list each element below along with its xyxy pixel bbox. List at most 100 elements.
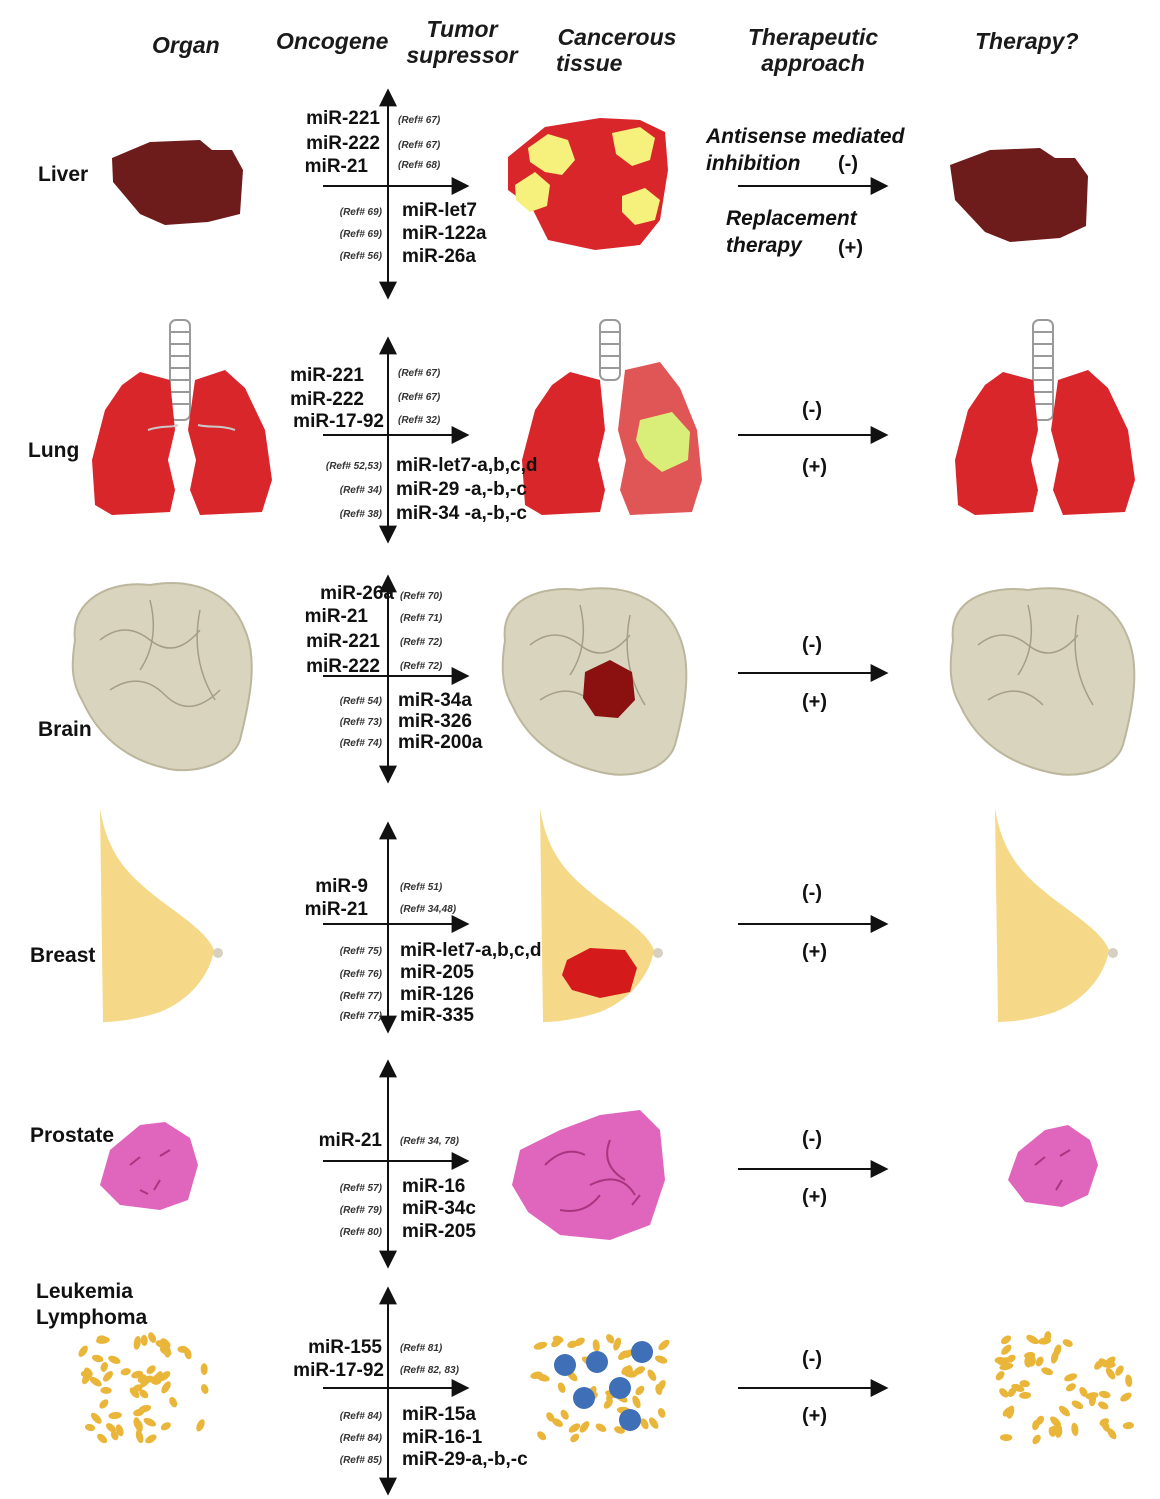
suppressor-ref: (Ref# 69): [340, 229, 382, 241]
blood-cell: [994, 1369, 1006, 1382]
blood-cell: [133, 1336, 142, 1351]
leukemia-healthy-cells-icon: [77, 1331, 210, 1445]
suppressor-ref: (Ref# 38): [340, 509, 382, 521]
breast-cancer-icon: [540, 808, 663, 1022]
cancer-blast-cell: [554, 1354, 576, 1376]
header-therapeutic-approach: Therapeuticapproach: [742, 24, 884, 76]
blood-cell: [999, 1343, 1013, 1357]
suppressor-ref: (Ref# 79): [340, 1205, 382, 1217]
blood-cell: [1119, 1391, 1133, 1404]
blood-cell: [77, 1344, 90, 1359]
oncogene-ref: (Ref# 72): [400, 661, 442, 673]
suppressor-ref: (Ref# 57): [340, 1183, 382, 1195]
blood-cell: [1104, 1366, 1117, 1381]
blood-cell: [195, 1418, 207, 1433]
oncogene-mirna: miR-21: [305, 899, 368, 921]
blood-cell: [89, 1411, 103, 1426]
liver-minus-sign: (-): [838, 152, 858, 176]
blood-cell: [631, 1394, 643, 1409]
oncogene-ref: (Ref# 81): [400, 1343, 442, 1355]
oncogene-ref: (Ref# 32): [398, 415, 440, 427]
blood-cell: [567, 1421, 582, 1434]
suppressor-ref: (Ref# 74): [340, 738, 382, 750]
blood-cell: [533, 1340, 548, 1351]
suppressor-mirna: miR-34a: [398, 690, 472, 712]
blood-cell: [95, 1432, 108, 1445]
liver-cancer-icon: [508, 118, 668, 250]
oncogene-mirna: miR-26a: [320, 583, 394, 605]
breast-minus-sign: (-): [802, 881, 822, 905]
suppressor-ref: (Ref# 77): [340, 1011, 382, 1023]
organ-label-brain: Brain: [38, 717, 92, 743]
oncogene-ref: (Ref# 67): [398, 368, 440, 380]
blood-cell: [594, 1422, 608, 1434]
oncogene-ref: (Ref# 67): [398, 140, 440, 152]
blood-cell: [634, 1384, 646, 1397]
oncogene-mirna: miR-222: [306, 656, 380, 678]
oncogene-ref: (Ref# 82, 83): [400, 1365, 459, 1377]
blood-cell: [107, 1354, 122, 1366]
cancer-blast-cell: [619, 1409, 641, 1431]
header-cancerous-tissue: Canceroustissue: [548, 24, 686, 76]
suppressor-mirna: miR-16-1: [402, 1427, 482, 1449]
blood-cell: [556, 1381, 567, 1394]
suppressor-mirna: miR-16: [402, 1176, 465, 1198]
blood-cell: [142, 1416, 157, 1428]
blood-cell: [1124, 1374, 1132, 1387]
blood-cell: [646, 1368, 658, 1382]
cancer-blast-cell: [609, 1377, 631, 1399]
blood-cell: [656, 1407, 666, 1419]
lung-healthy-icon: [92, 320, 272, 515]
blood-cell: [1098, 1390, 1111, 1399]
suppressor-ref: (Ref# 73): [340, 717, 382, 729]
liver-treated-icon: [950, 148, 1088, 242]
oncogene-ref: (Ref# 34,48): [400, 904, 456, 916]
blood-cell: [559, 1408, 571, 1421]
suppressor-ref: (Ref# 80): [340, 1227, 382, 1239]
oncogene-ref: (Ref# 34, 78): [400, 1136, 459, 1148]
oncogene-mirna: miR-222: [306, 133, 380, 155]
blood-cell: [654, 1354, 669, 1365]
blood-cell: [99, 1361, 109, 1373]
brain-minus-sign: (-): [802, 633, 822, 657]
axes-layer: [323, 92, 466, 1492]
lung-treated-icon: [955, 320, 1135, 515]
suppressor-mirna: miR-34c: [402, 1198, 476, 1220]
blood-cell: [100, 1387, 112, 1395]
prostate-minus-sign: (-): [802, 1127, 822, 1151]
lung-cancer-icon: [522, 320, 702, 515]
blood-cell: [168, 1396, 179, 1409]
suppressor-mirna: miR-335: [400, 1005, 474, 1027]
suppressor-mirna: miR-122a: [402, 223, 487, 245]
blood-cell: [1019, 1392, 1031, 1399]
leukemia-treated-cells-icon: [994, 1331, 1134, 1446]
blood-cell: [120, 1367, 132, 1376]
blood-cell: [201, 1363, 208, 1375]
blood-cell: [569, 1432, 581, 1444]
organ-label-liver: Liver: [38, 162, 88, 188]
blood-cell: [1064, 1382, 1077, 1393]
suppressor-ref: (Ref# 52,53): [326, 461, 382, 473]
brain-cancer-icon: [503, 588, 687, 774]
suppressor-ref: (Ref# 75): [340, 946, 382, 958]
lung-plus-sign: (+): [802, 455, 827, 479]
suppressor-mirna: miR-26a: [402, 246, 476, 268]
suppressor-mirna: miR-let7: [402, 200, 477, 222]
organ-label-lung: Lung: [28, 438, 79, 464]
oncogene-ref: (Ref# 51): [400, 882, 442, 894]
brain-plus-sign: (+): [802, 690, 827, 714]
blood-cell: [657, 1338, 672, 1352]
suppressor-ref: (Ref# 34): [340, 485, 382, 497]
oncogene-mirna: miR-17-92: [293, 1360, 384, 1382]
oncogene-ref: (Ref# 67): [398, 392, 440, 404]
oncogene-mirna: miR-222: [290, 389, 364, 411]
suppressor-ref: (Ref# 84): [340, 1433, 382, 1445]
blood-cell: [140, 1335, 148, 1346]
leukemia-cancer-cells-icon: [530, 1333, 672, 1444]
oncogene-mirna: miR-21: [319, 1130, 382, 1152]
suppressor-mirna: miR-let7-a,b,c,d: [400, 940, 541, 962]
header-organ: Organ: [152, 32, 220, 58]
suppressor-mirna: miR-34 -a,-b,-c: [396, 503, 527, 525]
organ-label-leukemia: LeukemiaLymphoma: [36, 1279, 147, 1331]
